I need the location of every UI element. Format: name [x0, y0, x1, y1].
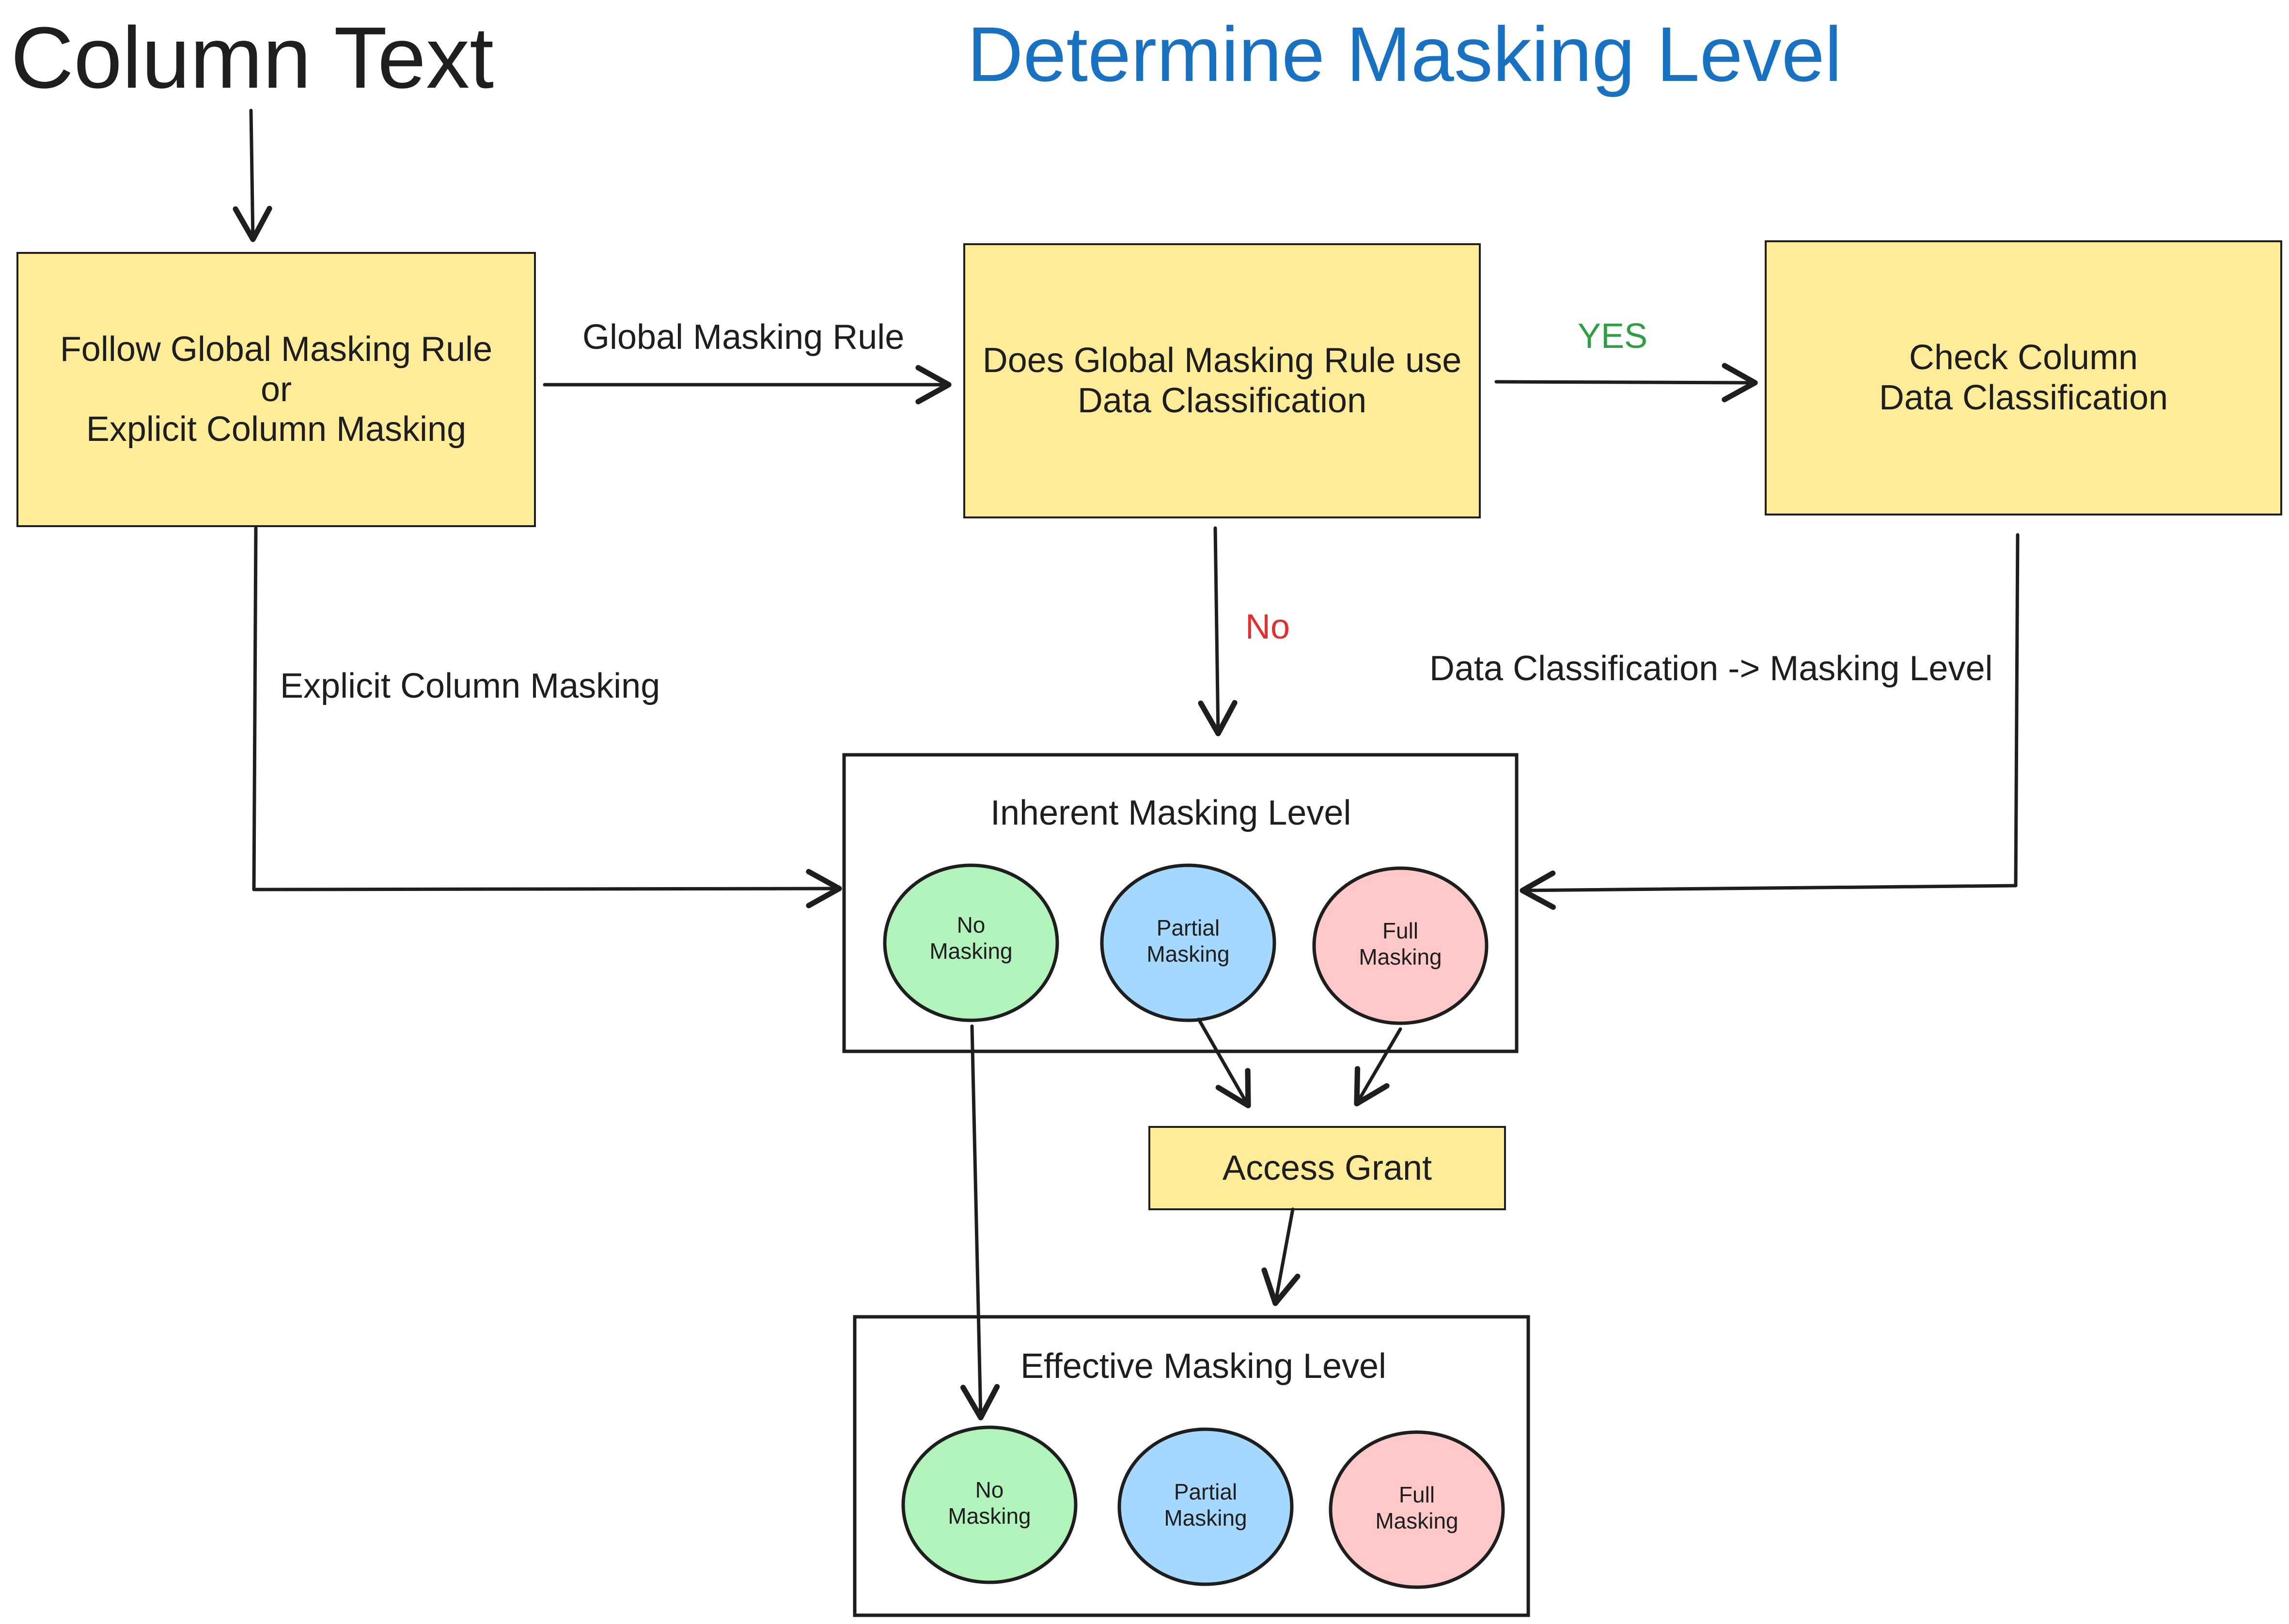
arrow-title-to-follow-rule [233, 109, 272, 242]
yes-label: YES [1578, 317, 1648, 356]
arrow-classification-to-inherent [1520, 533, 2020, 910]
effective-full-masking-label: Full Masking [1375, 1482, 1458, 1533]
follow-rule-box [16, 252, 536, 527]
follow-rule-text: Follow Global Masking Rule or Explicit C… [60, 329, 493, 449]
access-grant-text: Access Grant [1222, 1148, 1432, 1187]
inherent-partial-masking-circle [1100, 863, 1276, 1022]
arrow-access-grant-to-effective [1261, 1207, 1301, 1306]
access-grant-box [1148, 1126, 1506, 1210]
check-column-box [1765, 240, 2282, 515]
effective-no-masking-label: No Masking [948, 1477, 1031, 1529]
effective-masking-level-title: Effective Masking Level [1020, 1347, 1387, 1386]
inherent-no-masking-label: No Masking [929, 912, 1013, 964]
does-rule-use-text: Does Global Masking Rule use Data Classi… [982, 341, 1462, 420]
arrow-no-to-inherent [1198, 526, 1238, 736]
does-rule-use-box [963, 243, 1481, 518]
inherent-partial-masking-label: Partial Masking [1146, 915, 1230, 967]
effective-no-masking-circle [901, 1425, 1078, 1584]
inherent-masking-level-title: Inherent Masking Level [990, 794, 1351, 832]
effective-frame [853, 1315, 1530, 1617]
global-masking-rule-label: Global Masking Rule [582, 318, 905, 357]
arrow-partial-to-access-grant [1197, 1017, 1251, 1109]
effective-full-masking-circle [1329, 1430, 1505, 1589]
inherent-full-masking-circle [1312, 866, 1489, 1025]
inherent-full-masking-label: Full Masking [1359, 918, 1442, 969]
arrow-no-masking-to-effective [960, 1024, 1000, 1421]
check-column-text: Check Column Data Classification [1879, 338, 2168, 417]
arrow-explicit-to-inherent [252, 526, 842, 908]
effective-partial-masking-label: Partial Masking [1164, 1479, 1247, 1530]
effective-partial-masking-circle [1117, 1427, 1294, 1586]
inherent-frame [842, 753, 1519, 1053]
inherent-no-masking-circle [883, 863, 1059, 1022]
explicit-column-masking-label: Explicit Column Masking [280, 667, 660, 705]
no-label: No [1245, 608, 1290, 646]
column-text-title: Column Text [11, 9, 494, 107]
arrow-full-to-access-grant [1354, 1027, 1402, 1107]
classification-to-level-label: Data Classification -> Masking Level [1429, 649, 1993, 688]
arrow-yes-to-check-column [1494, 363, 1758, 403]
determine-masking-level-title: Determine Masking Level [967, 11, 1842, 97]
